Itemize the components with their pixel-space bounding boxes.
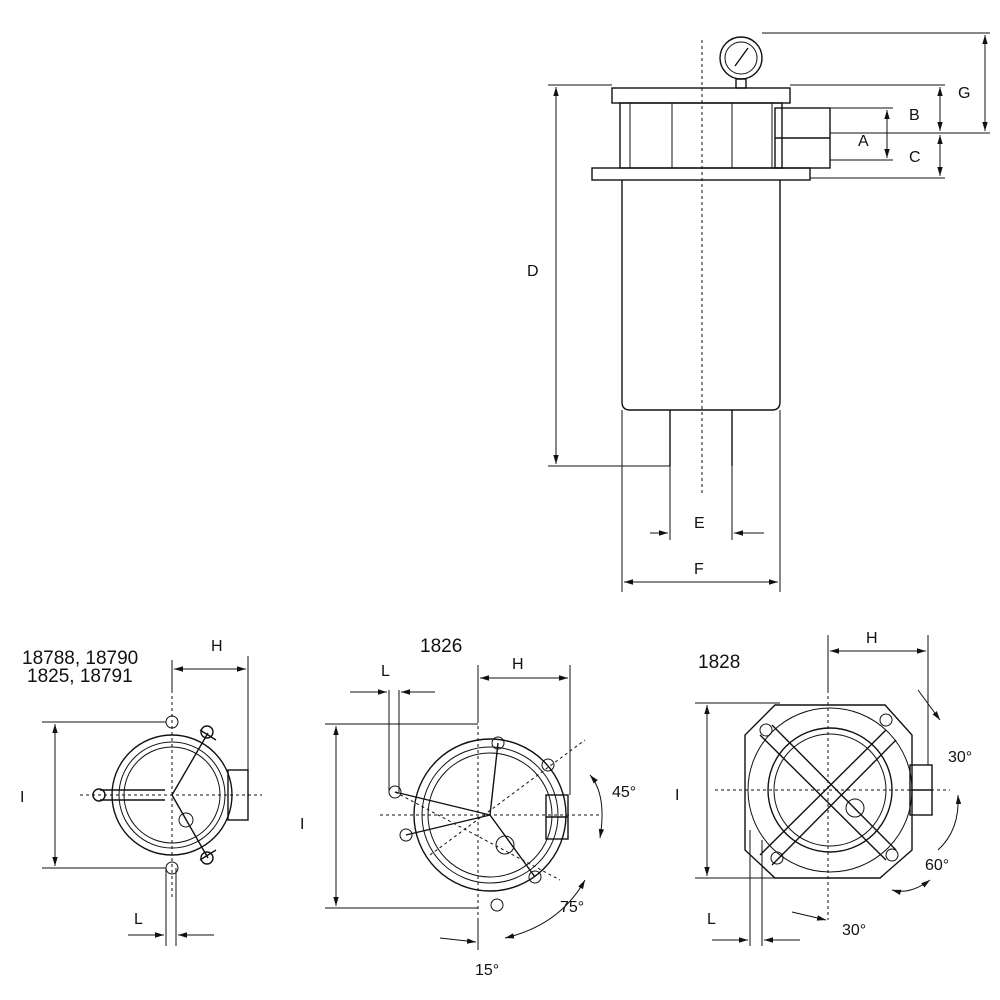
dim-label-e: E bbox=[694, 515, 705, 532]
dim-label-h: H bbox=[512, 656, 524, 673]
view-title: 1825, 18791 bbox=[27, 666, 133, 687]
dim-label-i: I bbox=[300, 816, 304, 833]
view-title: 1826 bbox=[420, 636, 462, 657]
plan-view-18788: 18788, 18790 1825, 18791 H I L bbox=[20, 638, 262, 946]
mounting-flange bbox=[591, 167, 811, 181]
plan-view-1828: 1828 H I L 30° 60° 30° bbox=[675, 630, 972, 946]
canister bbox=[621, 180, 781, 411]
dim-label-b: B bbox=[909, 107, 920, 124]
view-title: 1828 bbox=[698, 652, 740, 673]
dim-label-c: C bbox=[909, 149, 921, 166]
dim-label-d: D bbox=[527, 263, 539, 280]
dim-label-i: I bbox=[20, 789, 24, 806]
dim-label-l: L bbox=[707, 911, 716, 928]
filter-head bbox=[619, 102, 783, 169]
outlet-stub bbox=[669, 410, 733, 466]
dim-label-i: I bbox=[675, 787, 679, 804]
view-title: 18788, 18790 bbox=[22, 648, 138, 669]
angle-label: 60° bbox=[925, 857, 949, 874]
angle-label: 30° bbox=[948, 749, 972, 766]
angle-label: 75° bbox=[560, 899, 584, 916]
top-cover bbox=[611, 87, 791, 104]
dim-label-a: A bbox=[858, 133, 869, 150]
angle-label: 30° bbox=[842, 922, 866, 939]
dim-label-h: H bbox=[866, 630, 878, 647]
pressure-gauge-icon bbox=[719, 36, 763, 89]
angle-label: 15° bbox=[475, 962, 499, 979]
elevation-view: D A B C G E F bbox=[527, 32, 990, 592]
dim-label-l: L bbox=[381, 663, 390, 680]
dim-label-f: F bbox=[694, 561, 704, 578]
dim-label-l: L bbox=[134, 911, 143, 928]
dim-label-g: G bbox=[958, 85, 970, 102]
plan-view-1826: 1826 H L I 45° 75° 15° bbox=[300, 636, 636, 979]
dim-label-h: H bbox=[211, 638, 223, 655]
angle-label: 45° bbox=[612, 784, 636, 801]
